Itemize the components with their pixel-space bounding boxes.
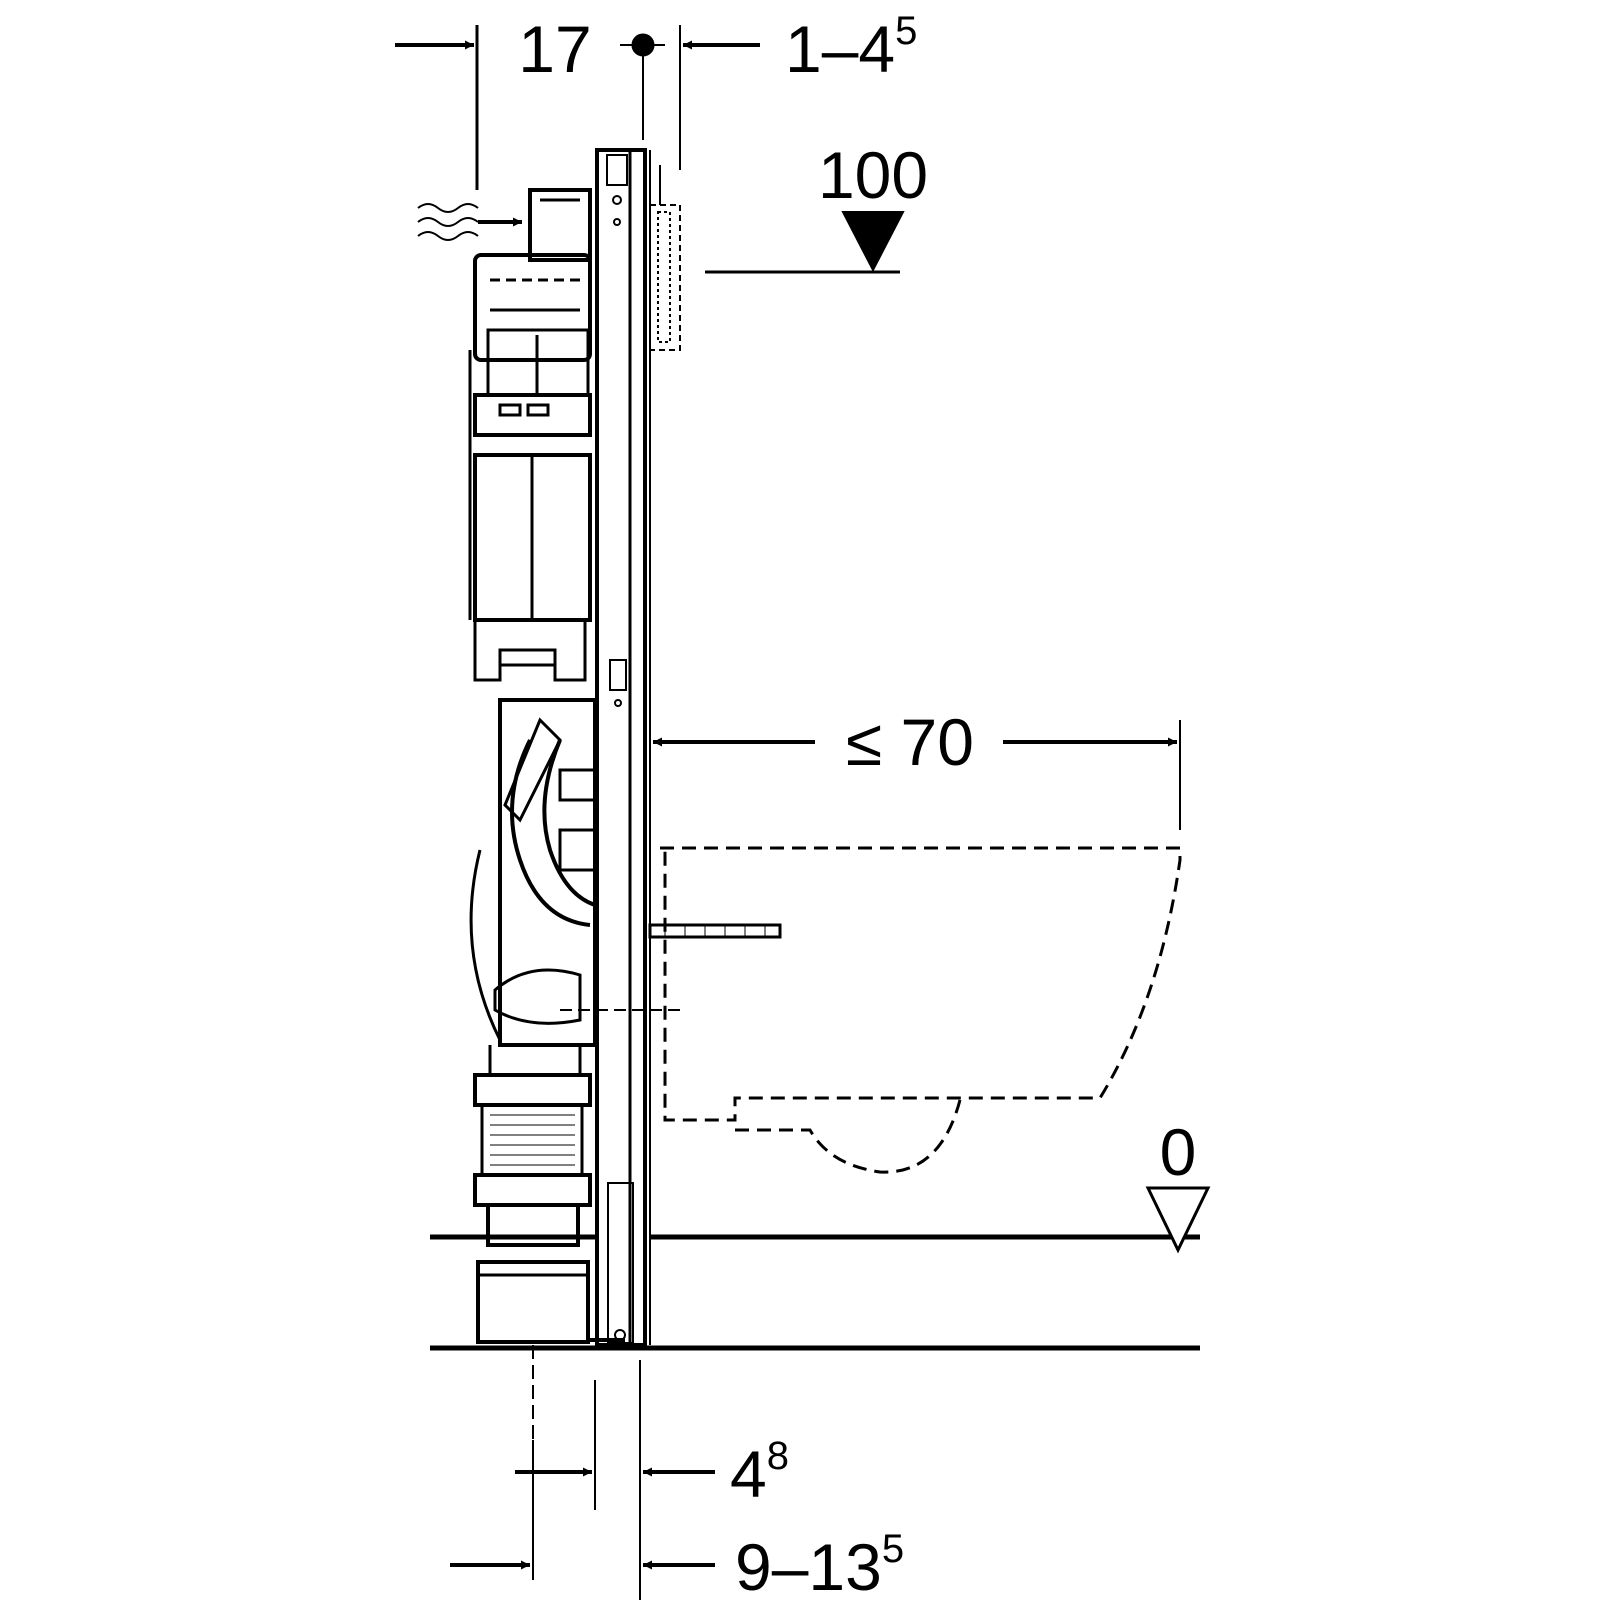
dim-17-label: 17 [518, 12, 591, 86]
dim-100-label: 100 [818, 138, 928, 212]
drain-assembly [469, 698, 680, 1580]
dim-17 [395, 25, 479, 190]
wc-bowl [660, 846, 1182, 1174]
level-0-label: 0 [1160, 1115, 1197, 1189]
dim-1-4-5 [620, 25, 760, 170]
mounting-frame [590, 148, 651, 1347]
water-supply-icon [417, 203, 522, 241]
dim-bottom [450, 1360, 715, 1600]
dim-1-4-5-label: 1–45 [785, 9, 917, 86]
cistern [468, 188, 592, 682]
floor-lines [430, 1234, 1200, 1351]
dim-70-label: ≤ 70 [846, 705, 974, 779]
threaded-rod [648, 923, 782, 939]
dim-9-13-5-label: 9–135 [735, 1527, 904, 1600]
flush-plate [649, 165, 681, 351]
dim-70 [653, 720, 1181, 830]
dim-4-8-label: 48 [730, 1434, 789, 1511]
dim-100 [705, 211, 905, 274]
level-0-marker [1145, 1186, 1211, 1254]
